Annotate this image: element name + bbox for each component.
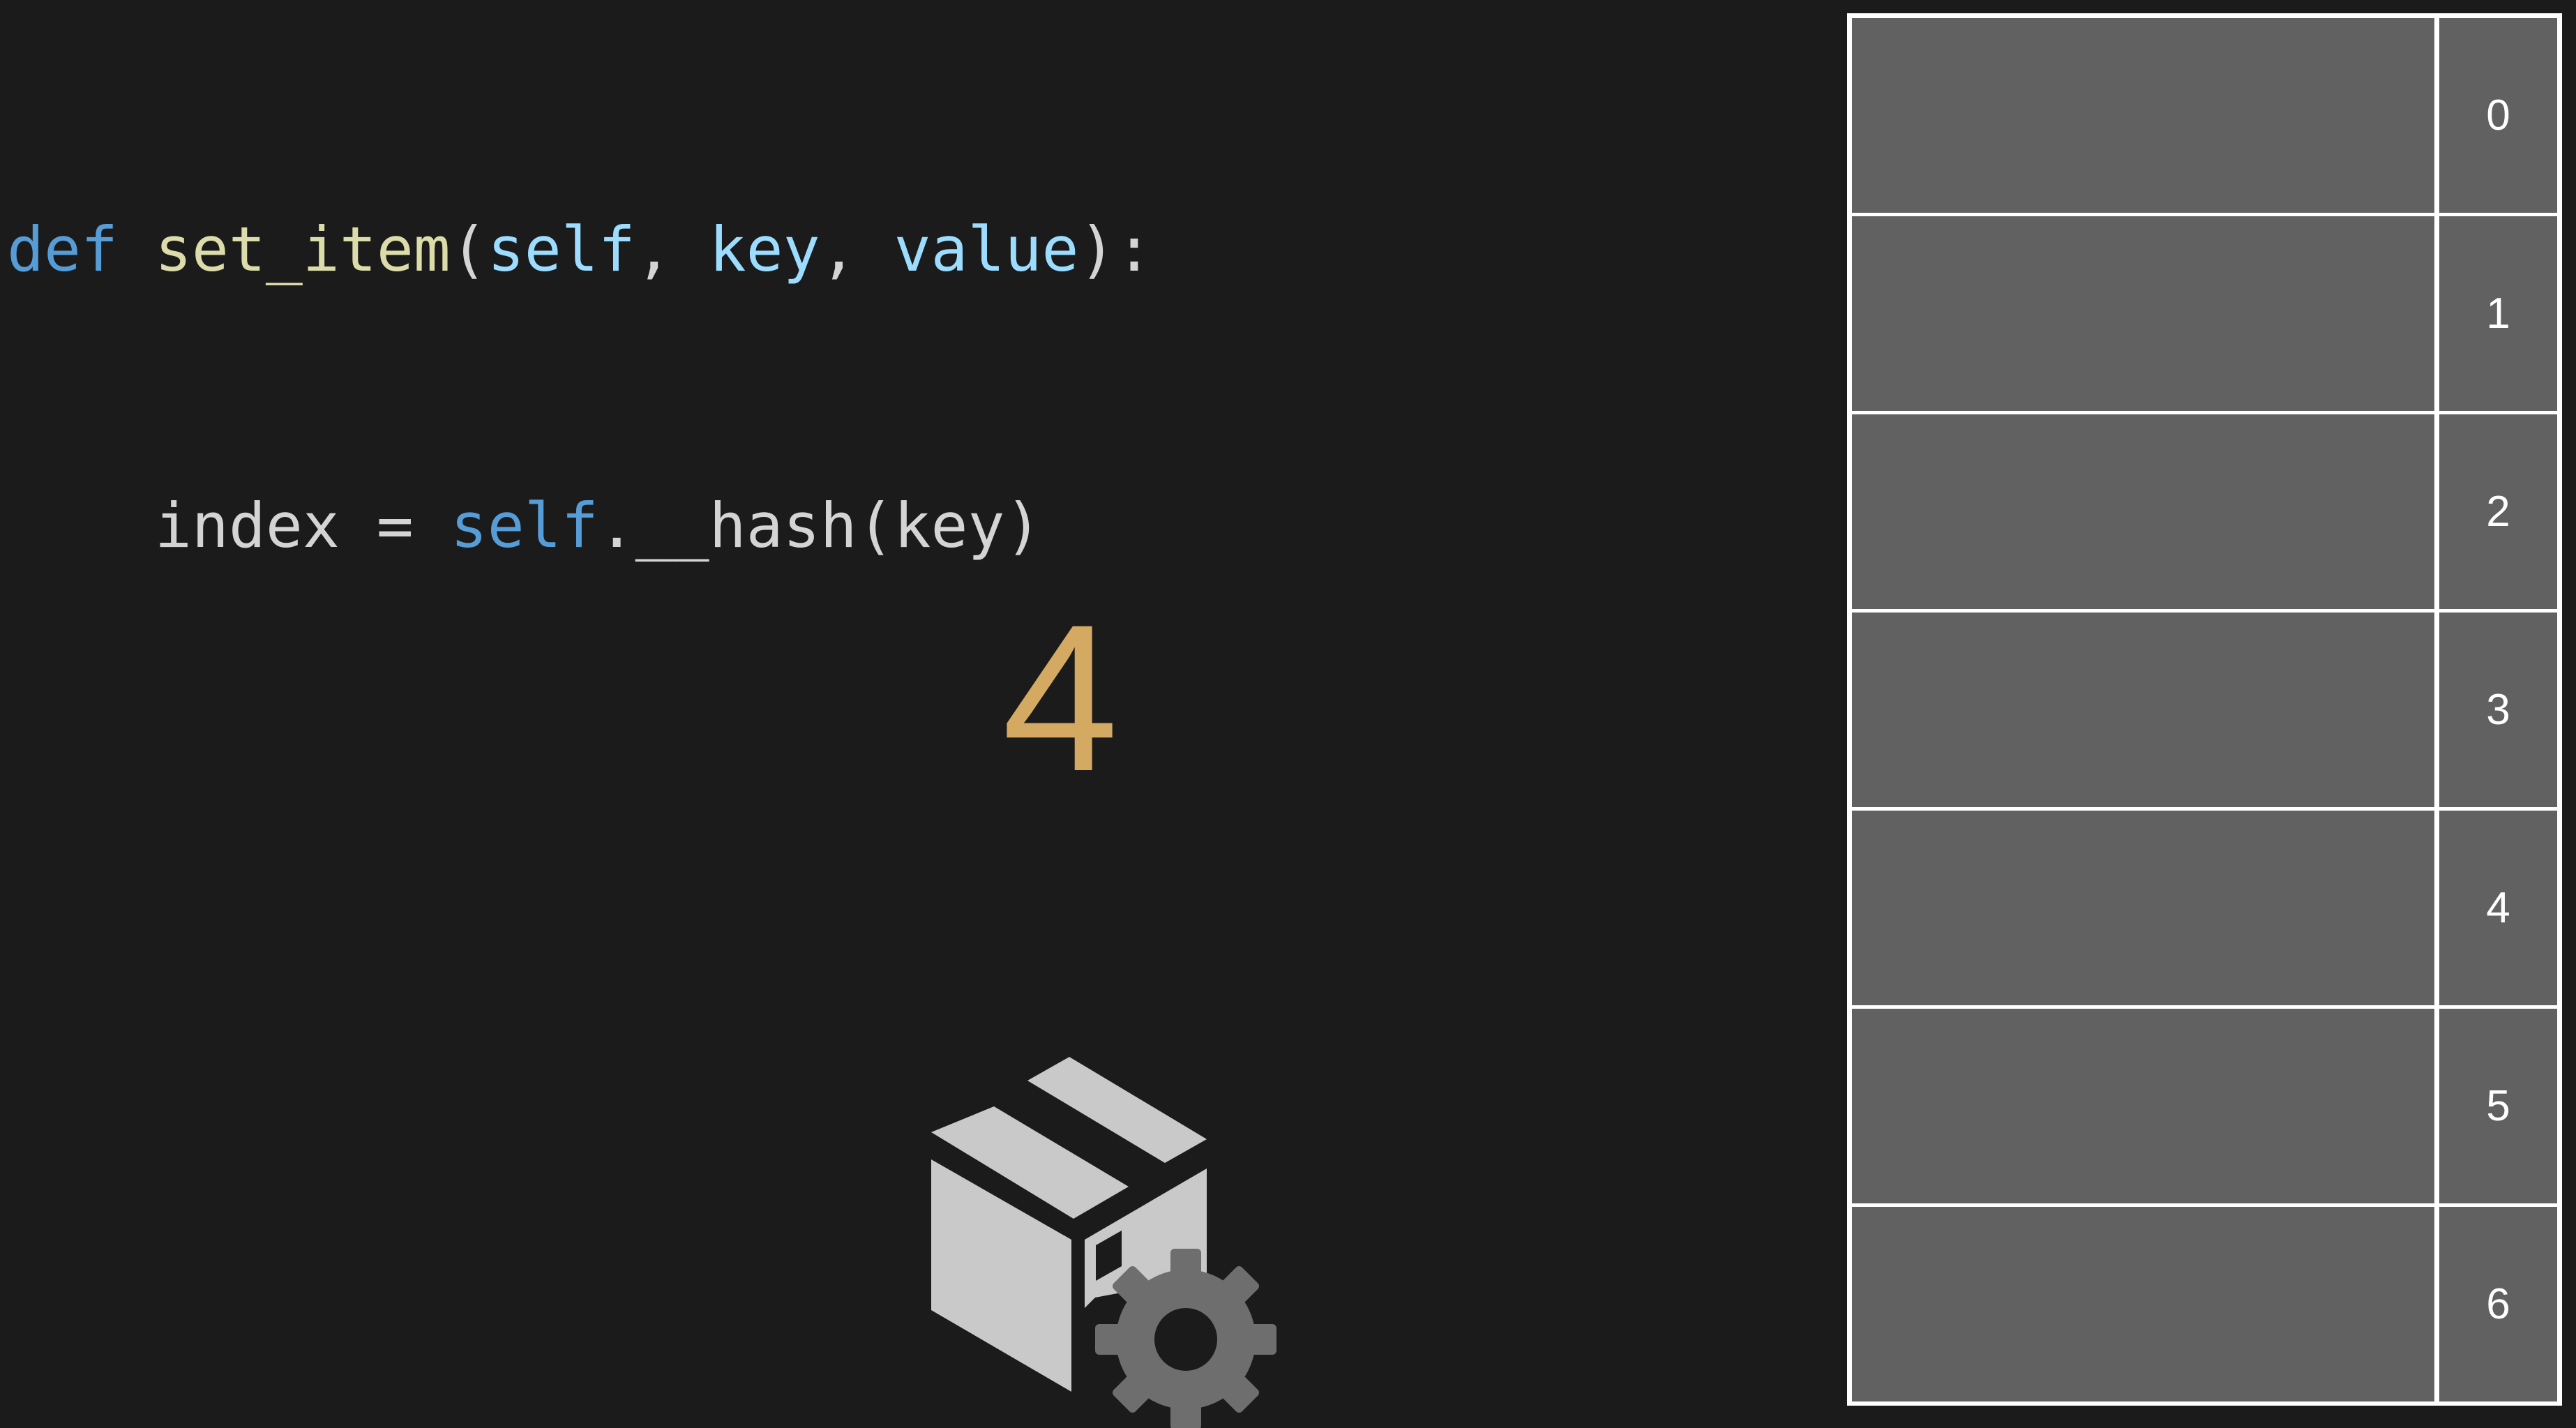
param-value: value <box>894 213 1079 285</box>
comma-1: , <box>635 213 709 285</box>
table-row: 6 <box>1852 1207 2557 1401</box>
table-row: 1 <box>1852 216 2557 411</box>
table-slot <box>1852 811 2434 1005</box>
close-paren-colon: ): <box>1078 213 1153 285</box>
index-assignment: index = <box>154 490 451 562</box>
function-name: set_item <box>154 213 451 285</box>
comma-2: , <box>820 213 894 285</box>
table-slot <box>1852 216 2434 411</box>
keyword-def: def <box>7 213 118 285</box>
param-self: self <box>487 213 635 285</box>
slot-index: 2 <box>2439 414 2557 609</box>
table-slot <box>1852 1207 2434 1401</box>
table-slot <box>1852 1009 2434 1203</box>
slot-index: 3 <box>2439 612 2557 807</box>
table-slot <box>1852 612 2434 807</box>
indent <box>7 490 155 562</box>
self-reference: self <box>450 490 598 562</box>
code-line-def: def set_item(self, key, value): <box>7 204 1152 296</box>
hash-call: .__hash(key) <box>598 490 1042 562</box>
table-row: 5 <box>1852 1009 2557 1203</box>
box-with-gear-icon <box>924 1057 1287 1428</box>
hash-result-value: 4 <box>1002 580 1119 815</box>
table-row: 4 <box>1852 811 2557 1005</box>
slot-index: 4 <box>2439 811 2557 1005</box>
table-row: 0 <box>1852 18 2557 213</box>
code-block: def set_item(self, key, value): index = … <box>7 20 1152 664</box>
table-row: 3 <box>1852 612 2557 807</box>
table-slot <box>1852 18 2434 213</box>
slot-index: 0 <box>2439 18 2557 213</box>
table-slot <box>1852 414 2434 609</box>
open-paren: ( <box>450 213 488 285</box>
slot-index: 1 <box>2439 216 2557 411</box>
code-line-index: index = self.__hash(key) <box>7 480 1152 572</box>
slot-index: 5 <box>2439 1009 2557 1203</box>
hash-table: 0 1 2 3 4 5 6 <box>1847 13 2562 1406</box>
slot-index: 6 <box>2439 1207 2557 1401</box>
table-row: 2 <box>1852 414 2557 609</box>
param-key: key <box>709 213 820 285</box>
